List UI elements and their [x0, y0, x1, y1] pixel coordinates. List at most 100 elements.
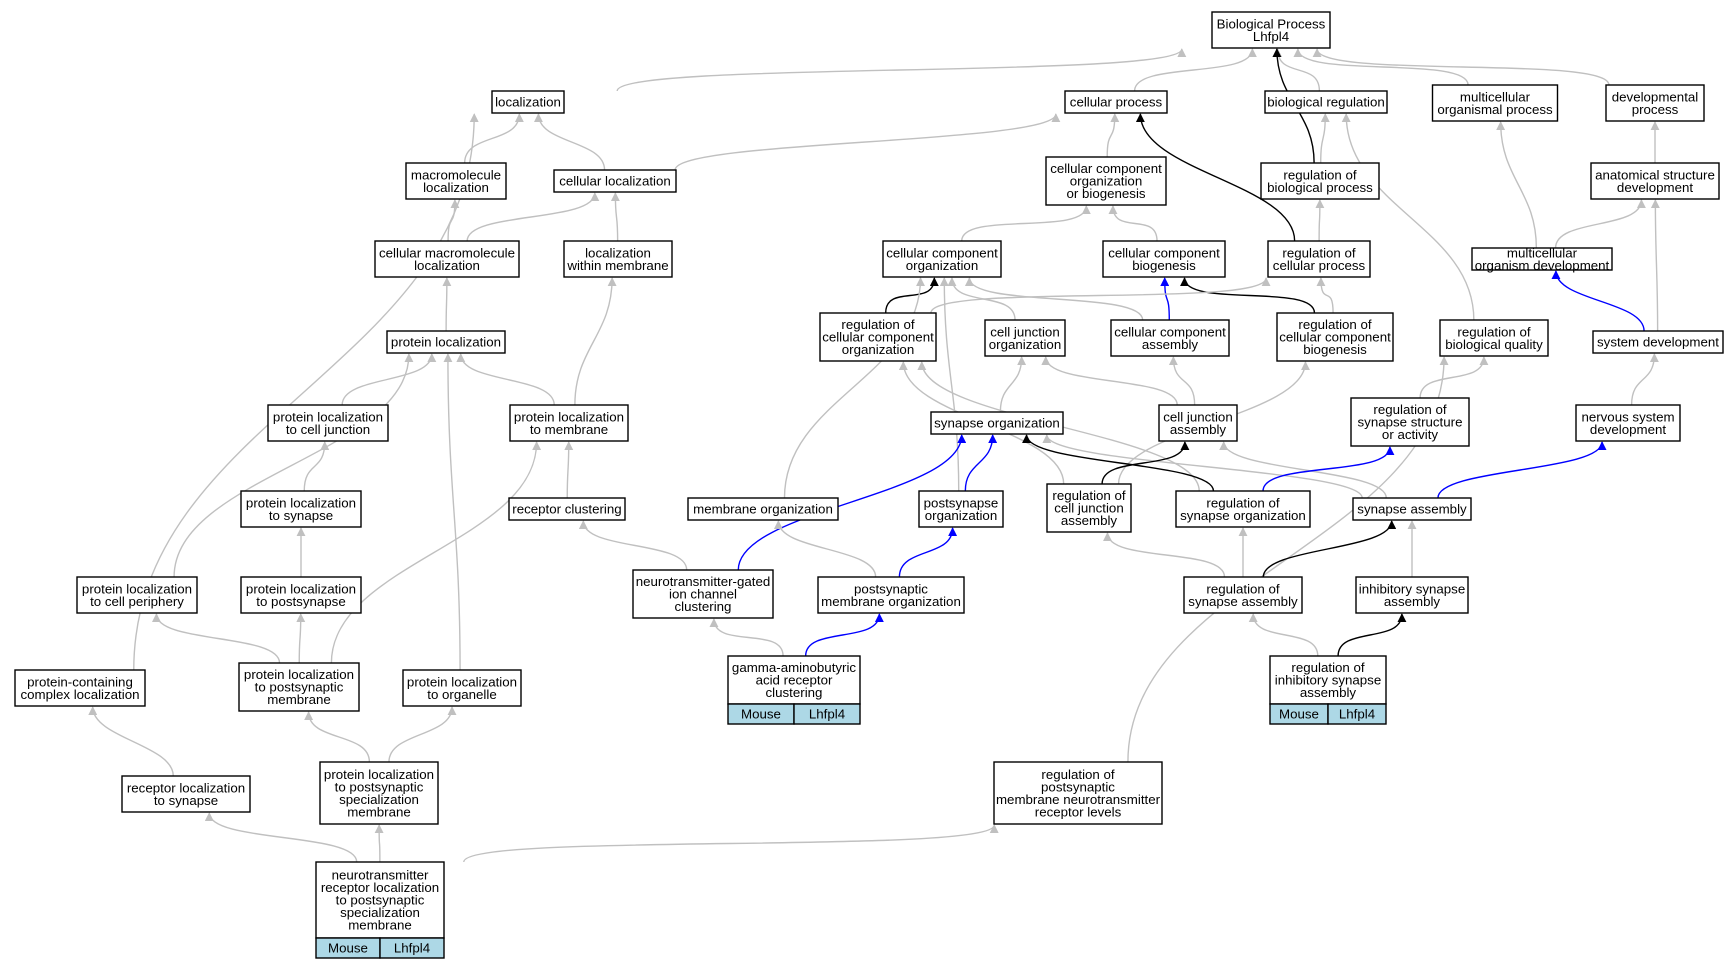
organism-tag: Mouse	[1269, 703, 1329, 725]
go-term-box	[315, 861, 445, 939]
go-term-label: cellular component	[822, 330, 934, 345]
go-term-label: regulation of	[841, 317, 914, 332]
go-term-node[interactable]: synapse assembly	[1352, 497, 1472, 521]
is-a-edge	[1554, 199, 1646, 249]
go-term-label: regulation of	[1457, 324, 1530, 339]
go-term-node[interactable]: cellular process	[1064, 90, 1168, 114]
go-term-node[interactable]: system development	[1592, 330, 1724, 354]
is-a-edge	[296, 613, 306, 664]
is-a-edge	[1108, 205, 1158, 242]
go-term-label: system development	[1597, 335, 1719, 350]
go-term-box	[993, 761, 1163, 825]
go-term-node[interactable]: cellular localization	[553, 169, 677, 193]
go-term-label: synapse organization	[1180, 508, 1306, 523]
go-term-label: ion channel	[669, 587, 737, 602]
regulates-edge	[1101, 441, 1190, 485]
go-term-label: postsynaptic	[1041, 779, 1115, 794]
go-term-label: protein localization	[514, 409, 624, 424]
go-term-label: anatomical structure	[1595, 167, 1715, 182]
go-term-label: to synapse	[154, 793, 218, 808]
go-term-node[interactable]: localization	[491, 90, 565, 114]
go-term-node[interactable]: membrane organization	[687, 497, 839, 521]
go-term-node[interactable]: synapse organization	[930, 411, 1064, 435]
is-a-edge	[1106, 113, 1120, 158]
go-term-label: multicellular	[1460, 89, 1531, 104]
is-a-edge	[1042, 434, 1363, 499]
is-a-edge	[151, 613, 281, 664]
tag-label: Lhfpl4	[809, 707, 845, 722]
go-term-label: cell junction	[1054, 501, 1123, 516]
go-term-label: protein localization	[391, 335, 501, 350]
go-term-box	[553, 169, 677, 193]
is-a-edge	[578, 520, 688, 571]
go-term-node[interactable]: protein localization	[386, 330, 506, 354]
go-term-label: cellular process	[1070, 95, 1163, 110]
part-of-edge	[964, 434, 998, 492]
go-term-label: receptor localization	[321, 880, 439, 895]
go-term-box	[984, 319, 1066, 357]
go-term-box	[491, 90, 565, 114]
is-a-edge	[674, 113, 1061, 171]
go-term-label: to organelle	[427, 687, 497, 702]
go-term-box	[632, 569, 774, 619]
go-term-node[interactable]: receptor clustering	[508, 497, 626, 521]
go-term-label: cellular component	[1279, 330, 1391, 345]
go-term-node[interactable]: biological regulation	[1264, 90, 1388, 114]
go-term-label: organization	[1070, 174, 1142, 189]
go-term-box	[76, 576, 198, 614]
go-term-box	[1264, 90, 1388, 114]
go-term-box	[1590, 162, 1720, 200]
go-term-box	[386, 330, 506, 354]
go-term-box	[1439, 319, 1549, 357]
go-term-box	[727, 655, 861, 705]
go-term-box	[1575, 404, 1681, 442]
is-a-edge	[939, 277, 960, 492]
go-term-box	[1045, 156, 1167, 206]
go-term-box	[819, 312, 937, 362]
go-term-box	[1267, 240, 1371, 278]
